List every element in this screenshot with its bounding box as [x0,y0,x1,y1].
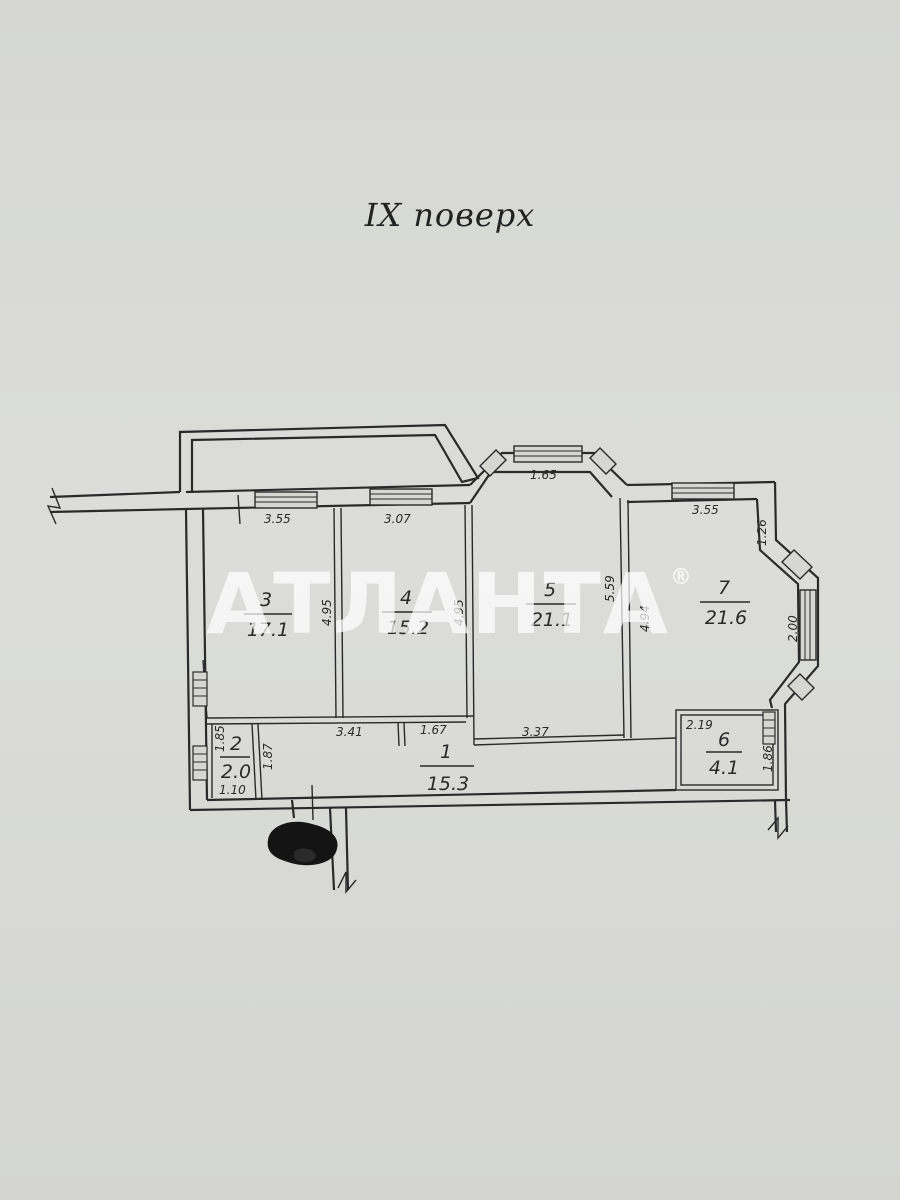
room-2-number: 2 [230,733,242,755]
dimension-labels: 3.55 4.95 3.07 4.95 1.65 5.59 3.37 3.55 … [213,468,800,797]
window-room5 [479,445,617,477]
dim-r4-width: 3.07 [384,512,411,526]
balcony [178,423,480,492]
dim-r1-top-b: 1.67 [420,723,447,737]
dim-r5-window: 1.65 [530,468,557,482]
window-room7 [671,482,817,701]
dim-r3-depth: 4.95 [320,599,334,626]
dim-r5-bottom: 3.37 [522,725,549,739]
vent-grids [192,671,776,781]
room-7-label: 7 21.6 [700,577,750,629]
room-4-label: 4 15.2 [382,587,432,639]
entry-corridor-left [46,487,187,525]
room-4-number: 4 [400,587,412,609]
room-7-area: 21.6 [705,607,747,629]
dim-r7-top-right: 1.26 [755,519,769,546]
room-1-number: 1 [440,741,452,763]
room-6-area: 4.1 [709,757,739,779]
window-room3 [254,491,318,509]
dim-r7-width: 3.55 [692,503,719,517]
dim-r1-left: 1.87 [261,743,275,770]
windows [254,445,817,701]
floor-title: IX поверх [364,196,536,234]
room-6-label: 6 4.1 [706,729,742,779]
room-3-number: 3 [260,589,272,611]
dim-r6-right: 1.86 [761,745,775,772]
room-3-label: 3 17.1 [244,589,292,641]
room-2-label: 2 2.0 [220,733,251,783]
room-4-area: 15.2 [387,617,429,639]
room-5-label: 5 21.1 [526,579,576,631]
dim-r2-top: 1.85 [213,725,227,752]
dim-r2-bottom: 1.10 [219,783,246,797]
room-5-area: 21.1 [531,609,573,631]
window-room4 [369,488,433,506]
dim-r4-depth: 4.95 [452,599,466,626]
room-6-number: 6 [718,729,730,751]
redaction-blot [267,821,338,866]
room-2-area: 2.0 [221,761,251,783]
dim-r6-top: 2.19 [686,718,713,732]
dim-r7-bay: 2.00 [786,615,800,642]
room-5-number: 5 [544,579,556,601]
room-7-number: 7 [718,577,730,599]
interior-walls [202,494,779,801]
dim-r1-top-a: 3.41 [336,725,363,739]
dim-r7-depth: 4.94 [638,605,652,632]
dim-r3-width: 3.55 [264,512,291,526]
dim-r5-depth: 5.59 [603,575,617,602]
room-3-area: 17.1 [247,619,289,641]
room-1-area: 15.3 [427,773,469,795]
room-1-label: 1 15.3 [420,741,474,795]
